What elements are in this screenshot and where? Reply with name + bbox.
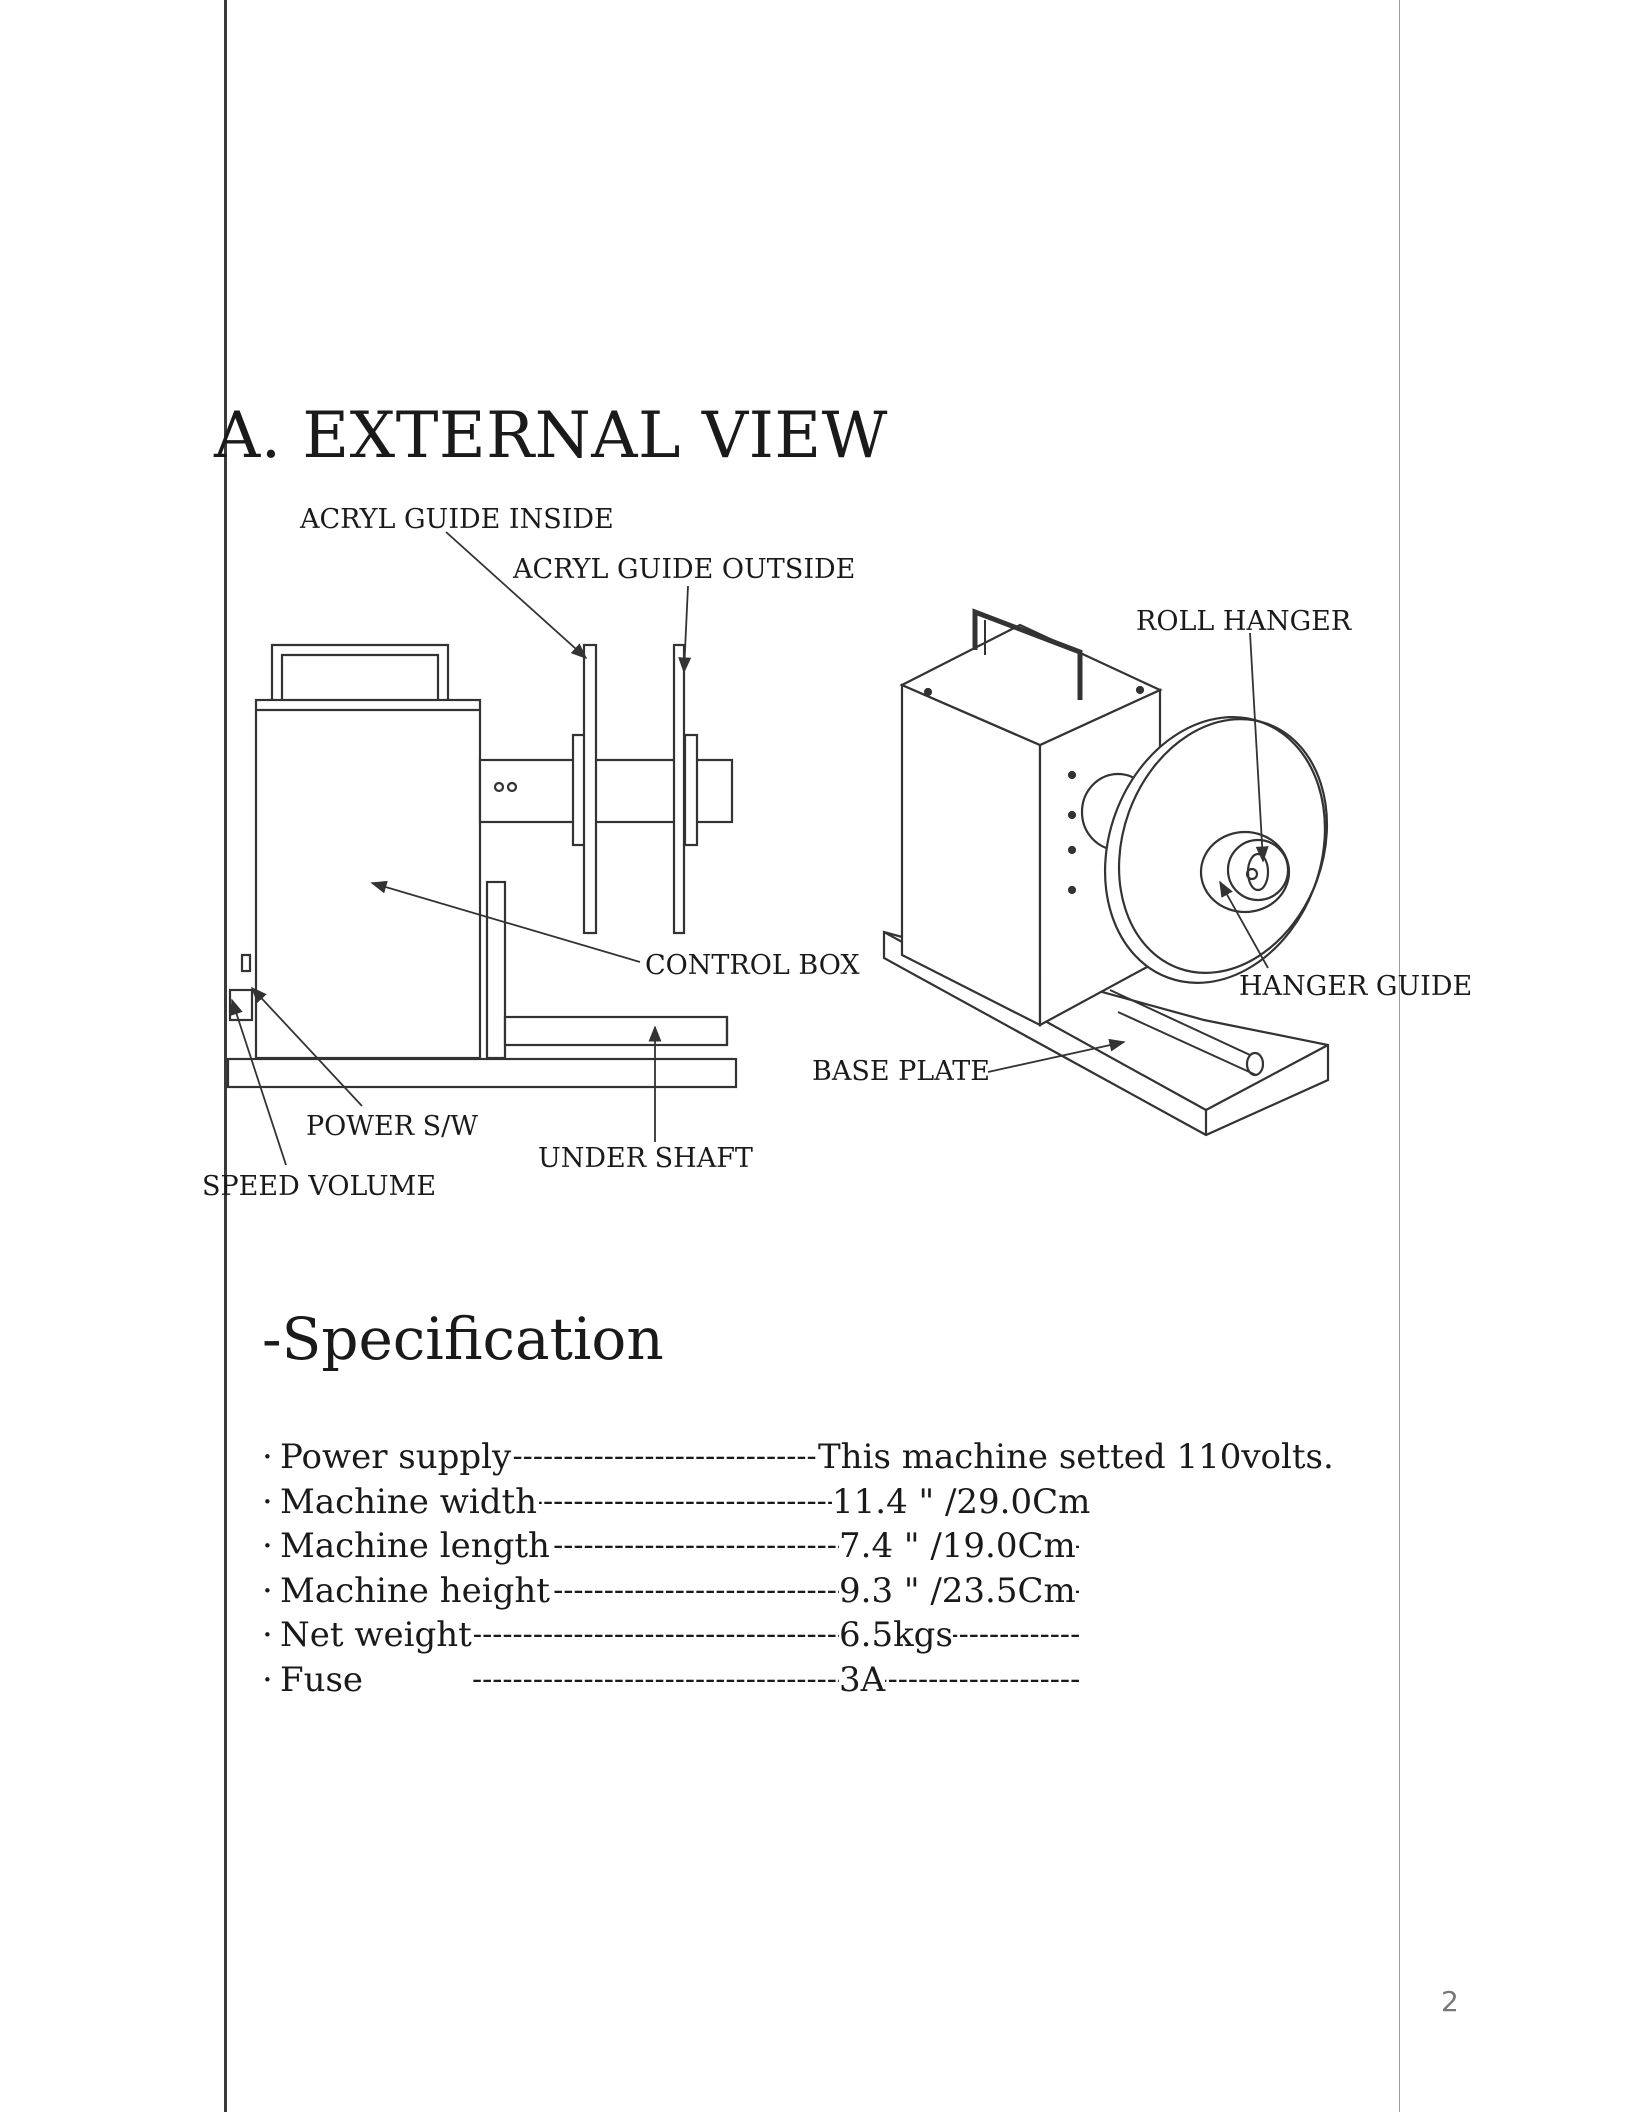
spec-name: Machine length xyxy=(280,1524,552,1569)
external-view-diagram: ACRYL GUIDE INSIDE ACRYL GUIDE OUTSIDE R… xyxy=(202,504,1472,1202)
bullet: · xyxy=(262,1526,273,1566)
bullet: · xyxy=(262,1570,273,1611)
label-roll-hanger: ROLL HANGER xyxy=(1136,606,1352,637)
right-margin-rule xyxy=(1399,0,1400,2112)
spec-name: Fuse xyxy=(280,1657,366,1702)
bullet: · xyxy=(262,1481,273,1522)
label-under-shaft: UNDER SHAFT xyxy=(538,1143,753,1174)
spec-value: 7.4 " /19.0Cm xyxy=(839,1524,1076,1569)
label-base-plate: BASE PLATE xyxy=(812,1056,990,1087)
spec-value: This machine setted 110volts. xyxy=(818,1435,1334,1480)
label-speed-volume: SPEED VOLUME xyxy=(202,1171,436,1202)
label-acryl-guide-outside: ACRYL GUIDE OUTSIDE xyxy=(512,554,855,585)
leader-dashes: ----------------------------------------… xyxy=(472,1661,1080,1697)
bullet: · xyxy=(262,1437,273,1477)
page-number: 2 xyxy=(1441,1985,1459,2018)
spec-name: Machine height xyxy=(280,1568,552,1613)
spec-value: 9.3 " /23.5Cm xyxy=(839,1568,1076,1613)
leader-lines xyxy=(230,531,1269,1166)
spec-name: Net weight xyxy=(280,1613,474,1658)
label-power-sw: POWER S/W xyxy=(306,1111,478,1142)
spec-value: 6.5kgs xyxy=(839,1613,953,1658)
leader-dashes: ----------------------------------------… xyxy=(472,1617,1080,1652)
spec-name: Power supply xyxy=(280,1435,514,1480)
section-title: A. EXTERNAL VIEW xyxy=(214,398,888,473)
left-margin-rule xyxy=(224,0,227,2112)
label-acryl-guide-inside: ACRYL GUIDE INSIDE xyxy=(299,504,614,535)
machine-perspective-view xyxy=(882,608,1330,1137)
spec-value: 3A xyxy=(839,1657,886,1702)
spec-value: 11.4 " /29.0Cm xyxy=(832,1479,1091,1524)
label-hanger-guide: HANGER GUIDE xyxy=(1239,971,1472,1002)
label-control-box: CONTROL BOX xyxy=(645,950,860,981)
bullet: · xyxy=(262,1615,273,1655)
spec-name: Machine width xyxy=(280,1479,540,1524)
specification-heading: -Specification xyxy=(262,1305,664,1373)
machine-side-view xyxy=(226,643,738,1089)
bullet: · xyxy=(262,1659,273,1700)
